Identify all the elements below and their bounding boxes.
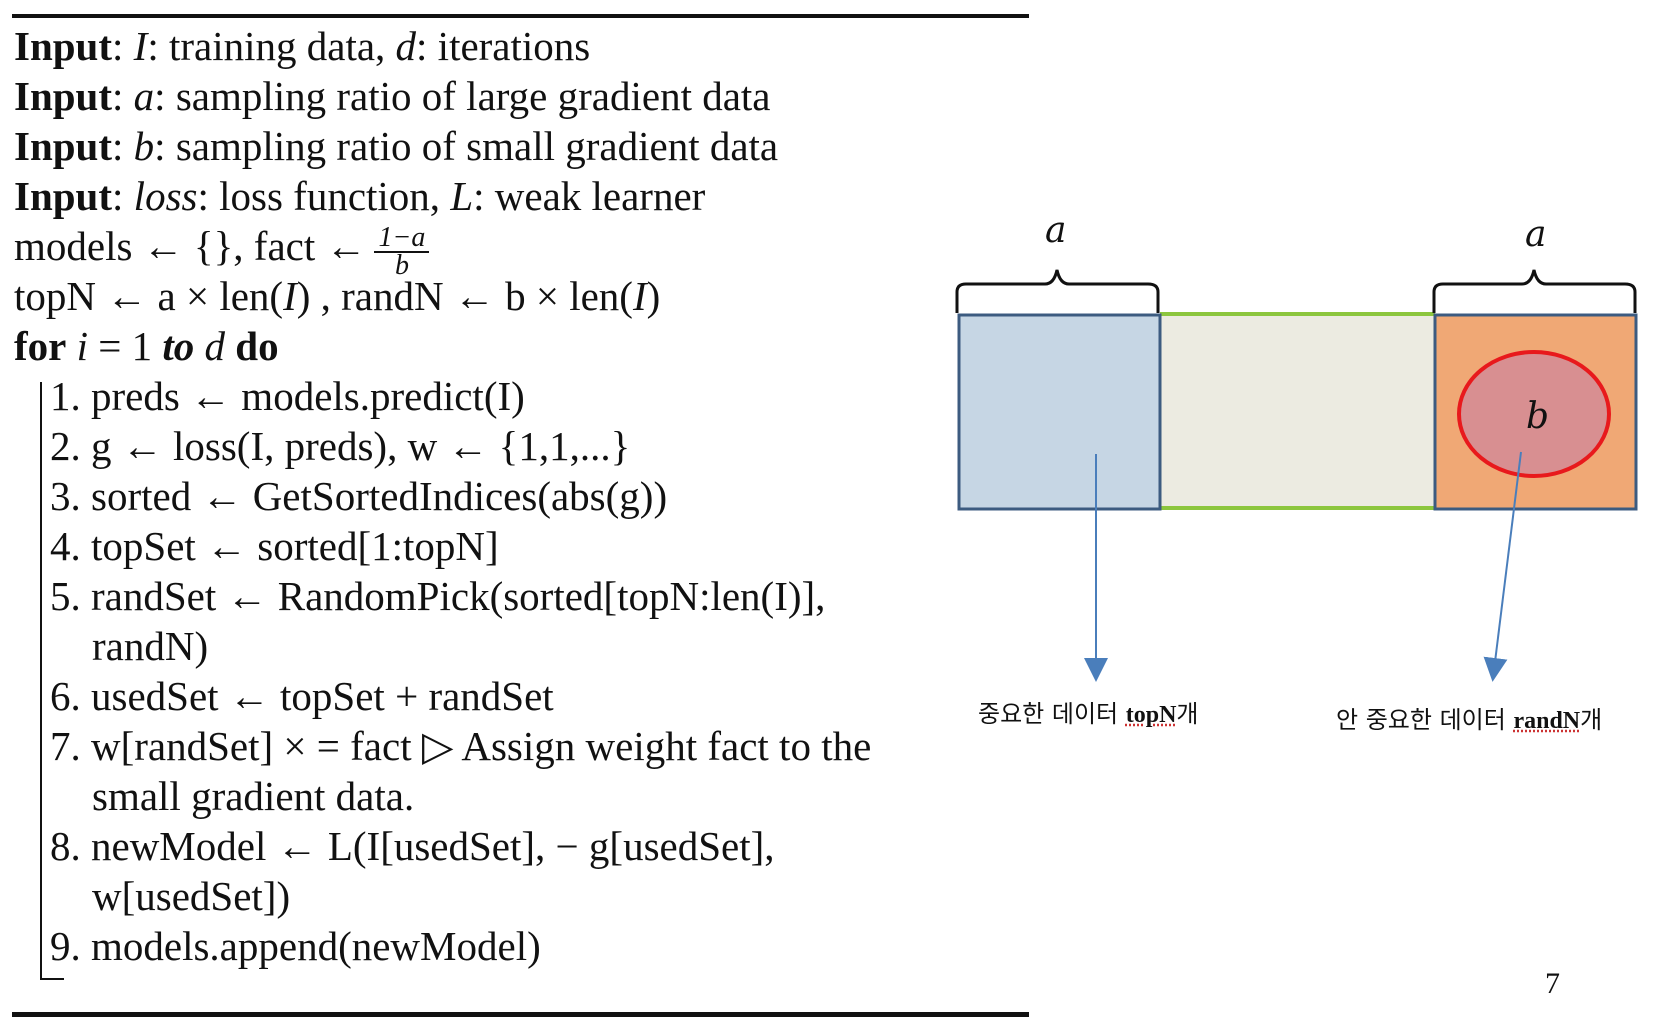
- top-rule: [12, 14, 1029, 18]
- topn-data-label: 중요한 데이터 topN개: [978, 700, 1199, 728]
- page-number: 7: [1545, 967, 1560, 1000]
- randn-data-label: 안 중요한 데이터 randN개: [1336, 706, 1603, 734]
- input-line-4: Input: loss: loss function, L: weak lear…: [14, 173, 706, 219]
- step-5-cont: randN): [92, 623, 209, 669]
- loop-body-bracket: [40, 382, 42, 980]
- step-8-cont: w[usedSet]): [92, 873, 291, 919]
- bottom-rule: [12, 1012, 1029, 1017]
- step-5: 5. randSet ← RandomPick(sorted[topN:len(…: [50, 573, 826, 619]
- circle-label: b: [1526, 396, 1550, 437]
- input-line-2: Input: a: sampling ratio of large gradie…: [14, 73, 771, 119]
- input-line-3: Input: b: sampling ratio of small gradie…: [14, 123, 779, 169]
- left-brace-label: a: [1045, 210, 1067, 251]
- randn-arrow: [1483, 451, 1522, 682]
- step-8: 8. newModel ← L(I[usedSet], − g[usedSet]…: [50, 823, 775, 869]
- loop-body-bracket-foot: [40, 978, 64, 980]
- middle-data-segment: [1160, 313, 1435, 509]
- left-brace: [955, 269, 1160, 313]
- step-3: 3. sorted ← GetSortedIndices(abs(g)): [50, 473, 668, 519]
- right-brace-label: a: [1525, 214, 1547, 255]
- step-4: 4. topSet ← sorted[1:topN]: [50, 523, 499, 569]
- step-7: 7. w[randSet] × = fact ▷ Assign weight f…: [50, 723, 872, 769]
- for-loop-line: for i = 1 to d do: [14, 323, 279, 369]
- top-gradient-box: [957, 313, 1162, 511]
- input-line-1: Input: I: training data, d: iterations: [14, 23, 591, 69]
- step-6: 6. usedSet ← topSet + randSet: [50, 673, 554, 719]
- step-2: 2. g ← loss(I, preds), w ← {1,1,...}: [50, 423, 631, 469]
- step-1: 1. preds ← models.predict(I): [50, 373, 525, 419]
- init-topn-line: topN ← a × len(I) , randN ← b × len(I): [14, 273, 661, 319]
- right-brace: [1432, 269, 1637, 313]
- step-7-cont: small gradient data.: [92, 773, 415, 819]
- step-9: 9. models.append(newModel): [50, 923, 541, 969]
